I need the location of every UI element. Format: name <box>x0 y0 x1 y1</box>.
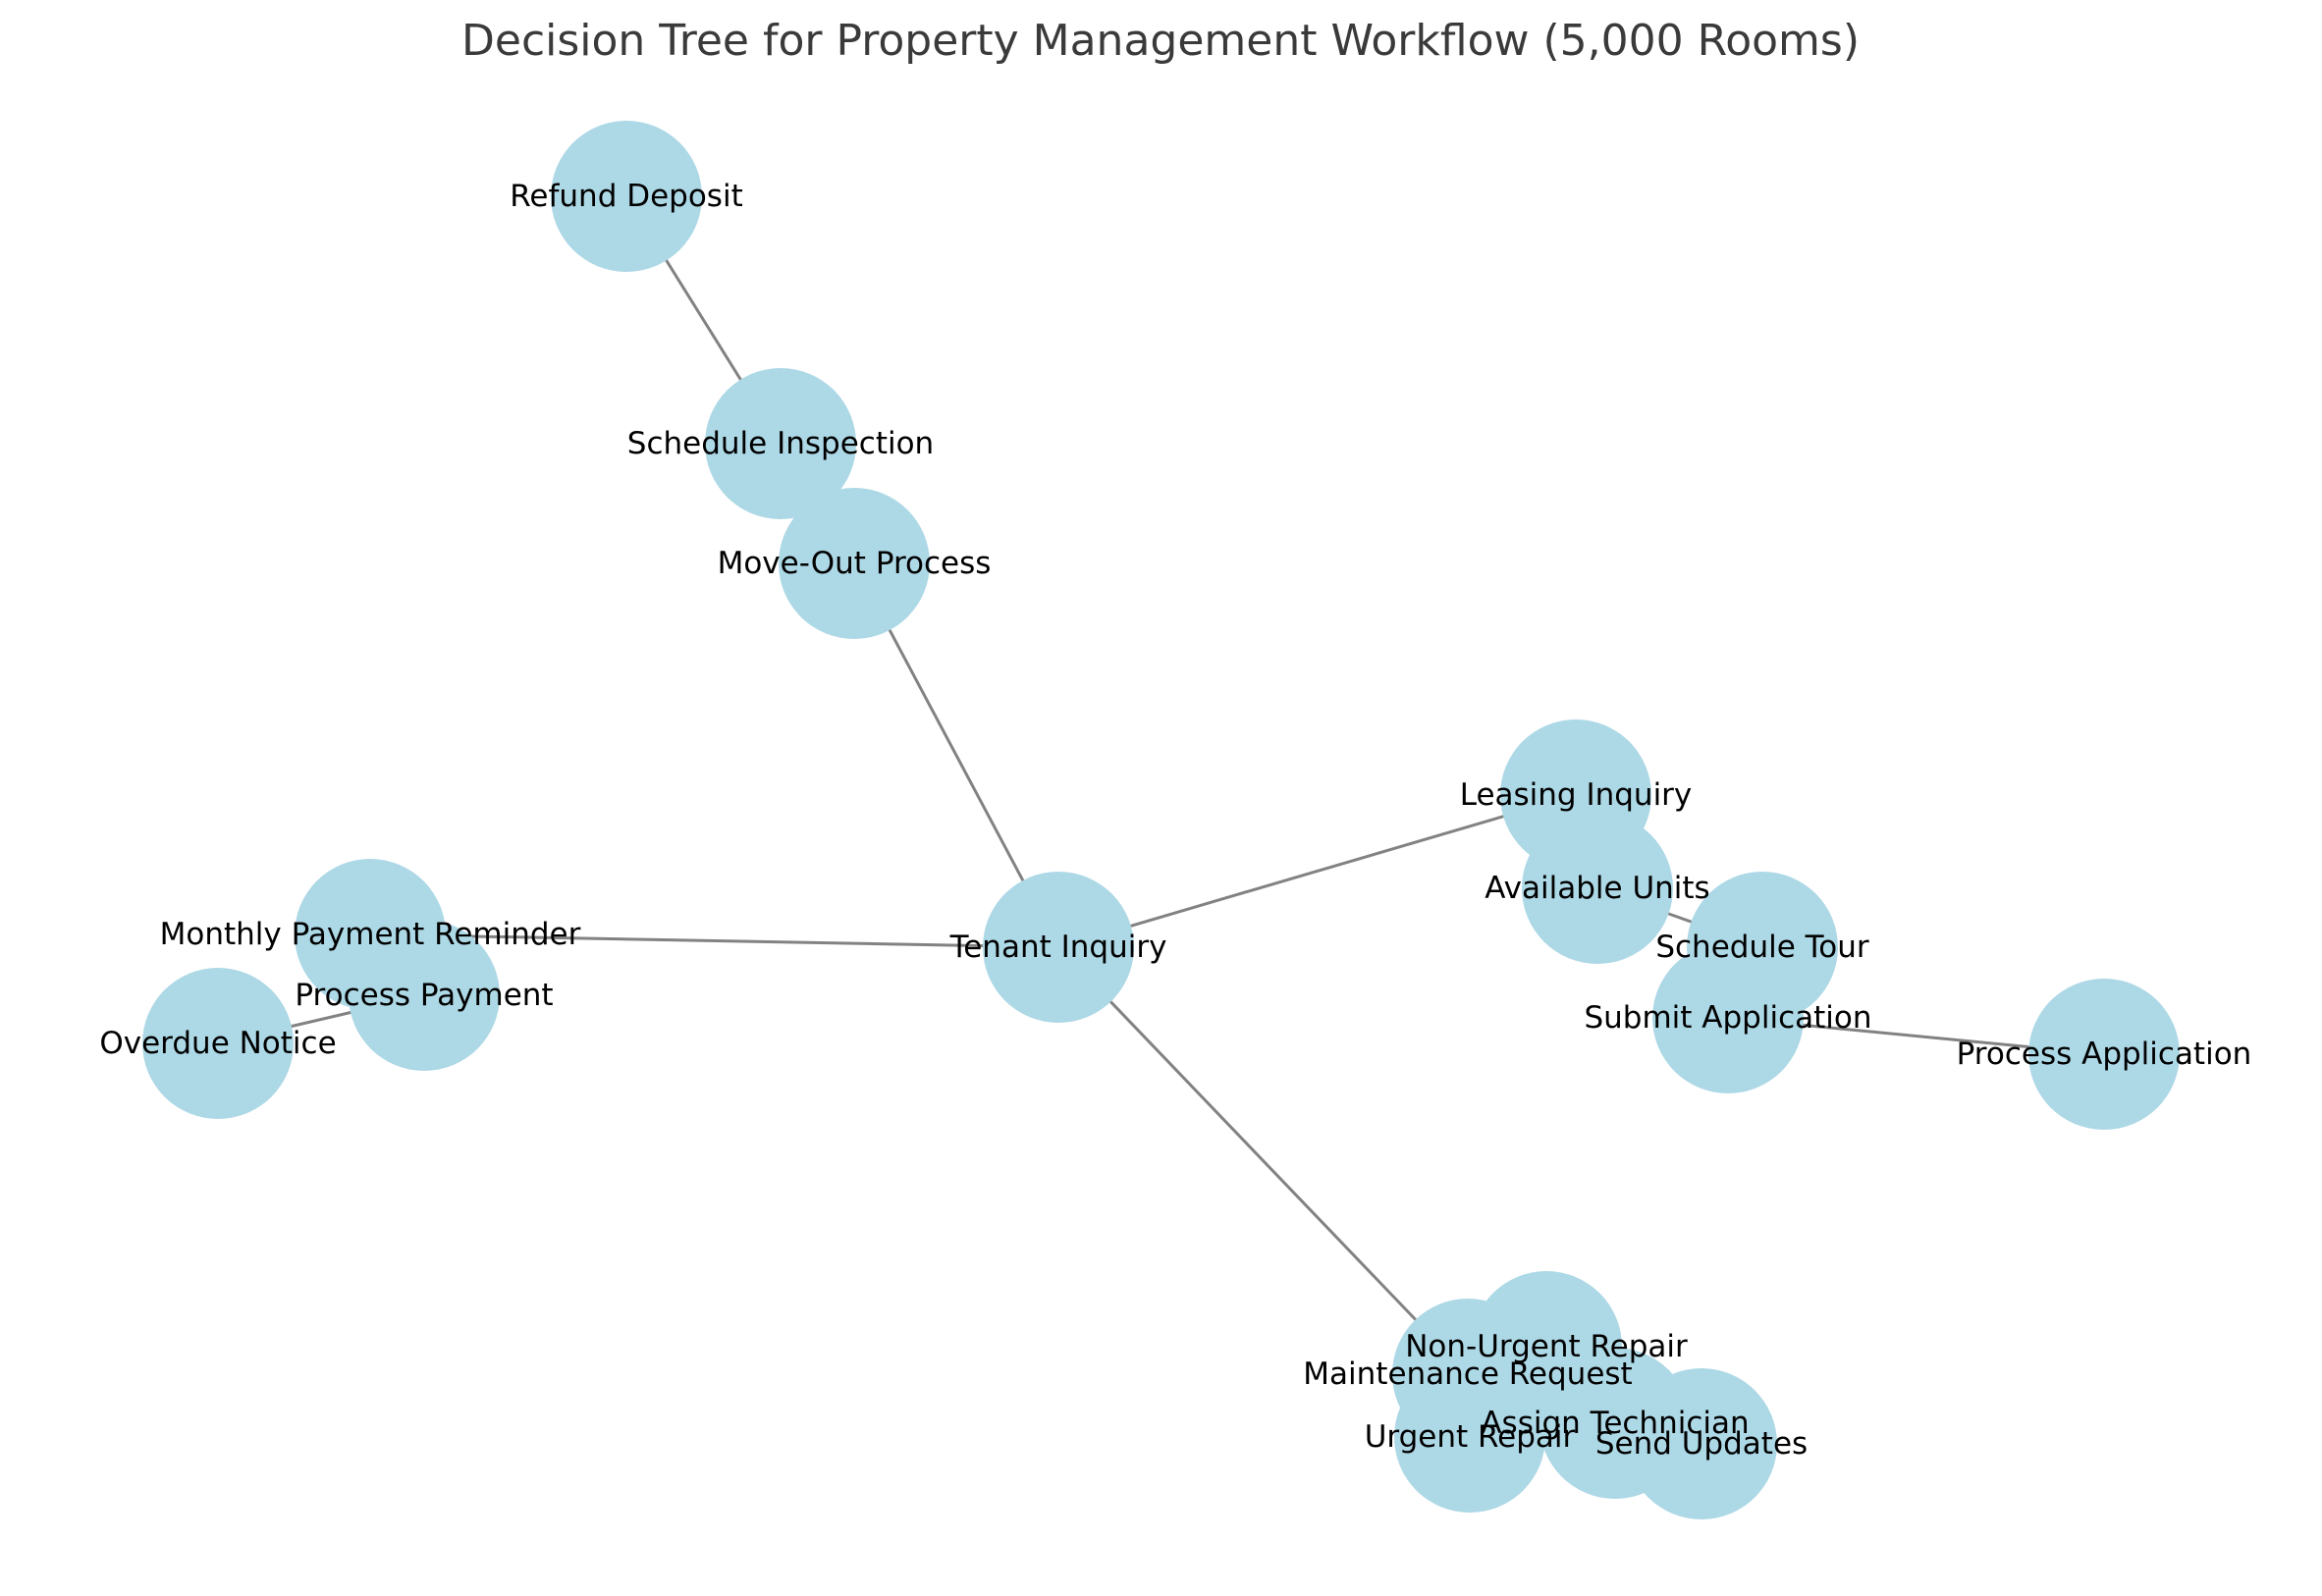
edge-tenant_inquiry--maintenance_request <box>1056 945 1470 1376</box>
node-label-non_urgent_repair: Non-Urgent Repair <box>1405 1329 1688 1364</box>
node-overdue_notice <box>142 968 294 1119</box>
node-label-process_application: Process Application <box>1957 1037 2252 1072</box>
node-label-overdue_notice: Overdue Notice <box>99 1026 336 1061</box>
node-submit_application <box>1652 942 1804 1093</box>
node-label-move_out_process: Move-Out Process <box>718 546 992 581</box>
node-label-send_updates: Send Updates <box>1595 1426 1808 1462</box>
chart-title: Decision Tree for Property Management Wo… <box>461 16 1860 66</box>
node-label-submit_application: Submit Application <box>1584 1000 1871 1036</box>
node-label-available_units: Available Units <box>1485 871 1709 906</box>
edges-layer <box>217 195 2105 1446</box>
node-label-schedule_inspection: Schedule Inspection <box>627 426 934 461</box>
node-urgent_repair <box>1394 1361 1545 1513</box>
node-schedule_inspection <box>705 368 856 519</box>
edge-tenant_inquiry--monthly_payment_reminder <box>369 932 1059 949</box>
node-label-urgent_repair: Urgent Repair <box>1365 1419 1576 1455</box>
node-label-monthly_payment_reminder: Monthly Payment Reminder <box>160 917 581 952</box>
node-label-schedule_tour: Schedule Tour <box>1655 930 1869 965</box>
node-label-tenant_inquiry: Tenant Inquiry <box>949 930 1167 965</box>
node-refund_deposit <box>551 121 702 272</box>
node-label-leasing_inquiry: Leasing Inquiry <box>1460 777 1693 813</box>
edge-tenant_inquiry--leasing_inquiry <box>1057 793 1577 949</box>
node-process_application <box>2028 979 2180 1130</box>
node-available_units <box>1522 813 1673 964</box>
node-label-refund_deposit: Refund Deposit <box>510 179 742 214</box>
node-tenant_inquiry <box>983 872 1134 1023</box>
node-send_updates <box>1626 1368 1777 1519</box>
node-label-maintenance_request: Maintenance Request <box>1303 1357 1632 1392</box>
node-label-process_payment: Process Payment <box>295 978 553 1013</box>
node-move_out_process <box>779 488 930 639</box>
node-label-assign_technician: Assign Technician <box>1481 1406 1749 1441</box>
nodes-layer <box>142 121 2180 1519</box>
node-process_payment <box>349 920 500 1071</box>
